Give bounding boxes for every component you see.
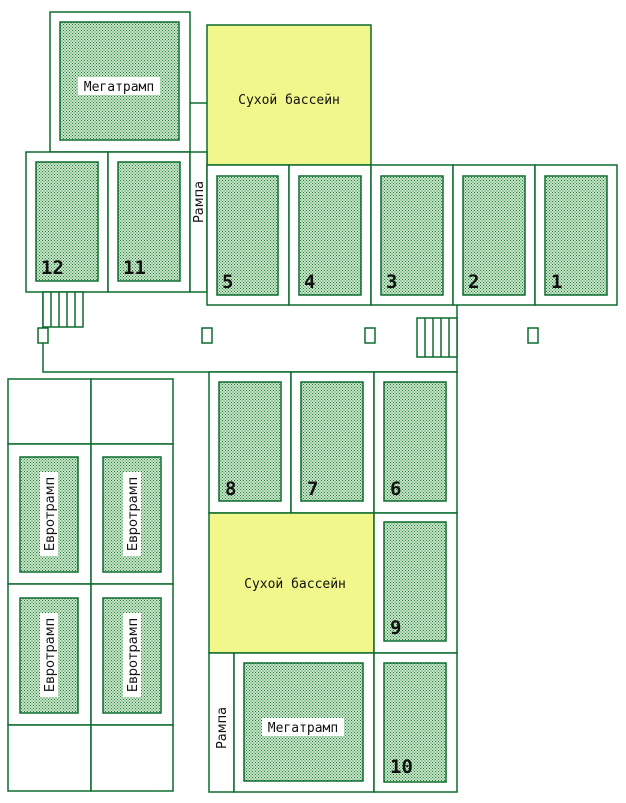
eurotramp-1-label: Евротрамп — [43, 477, 58, 551]
eurotramp-2-label: Евротрамп — [126, 477, 141, 551]
trampoline-3-mat — [380, 175, 444, 296]
trampoline-1-number: 1 — [551, 271, 562, 293]
corridor — [37, 291, 539, 373]
trampoline-11-number: 11 — [123, 257, 146, 279]
trampoline-8-mat — [218, 381, 282, 502]
trampoline-7-mat — [300, 381, 364, 502]
trampoline-5-number: 5 — [222, 271, 233, 293]
post — [37, 327, 49, 344]
trampoline-6-mat — [383, 381, 447, 502]
eurotramp-3-label: Евротрамп — [43, 618, 58, 692]
dry-pool-top-label: Сухой бассейн — [238, 93, 340, 108]
upper-block: Мегатрамп Сухой бассейн 12 11 Рампа 5 4 … — [25, 11, 618, 306]
trampoline-4-number: 4 — [304, 271, 315, 293]
trampoline-5-mat — [216, 175, 279, 296]
trampoline-11-mat — [117, 161, 181, 282]
stairs-right — [416, 317, 458, 358]
ramp-top-label: Рампа — [192, 181, 207, 223]
megatramp-bottom-label: Мегатрамп — [268, 721, 338, 736]
trampoline-4-mat — [298, 175, 362, 296]
empty-cell — [7, 378, 92, 445]
post — [364, 327, 376, 344]
stairs-left — [42, 291, 84, 328]
empty-cell — [7, 724, 92, 792]
trampoline-3-number: 3 — [386, 271, 397, 293]
post — [201, 327, 213, 344]
dry-pool-bottom-label: Сухой бассейн — [244, 577, 346, 592]
trampoline-6-number: 6 — [390, 478, 401, 500]
trampoline-8-number: 8 — [225, 478, 236, 500]
empty-cell — [90, 724, 174, 792]
eurotramp-block: Евротрамп Евротрамп Евротрамп Евротрамп — [7, 378, 174, 792]
megatramp-top-label: Мегатрамп — [84, 80, 154, 95]
trampoline-2-mat — [462, 175, 526, 296]
trampoline-9-mat — [383, 521, 447, 642]
ramp-bottom-label: Рампа — [215, 707, 230, 749]
post — [527, 327, 539, 344]
dry-pool-top — [206, 24, 372, 166]
empty-cell — [90, 378, 174, 445]
lower-block: 8 7 6 Сухой бассейн 9 Рампа Мегатрамп 10 — [208, 371, 458, 793]
eurotramp-4-label: Евротрамп — [126, 618, 141, 692]
trampoline-7-number: 7 — [307, 478, 318, 500]
trampoline-1-mat — [544, 175, 608, 296]
trampoline-9-number: 9 — [390, 617, 401, 639]
trampoline-10-number: 10 — [390, 756, 413, 778]
trampoline-10-mat — [383, 662, 447, 783]
trampoline-12-mat — [35, 161, 99, 282]
trampoline-12-number: 12 — [41, 257, 64, 279]
trampoline-2-number: 2 — [468, 271, 479, 293]
dry-pool-bottom — [208, 512, 375, 654]
